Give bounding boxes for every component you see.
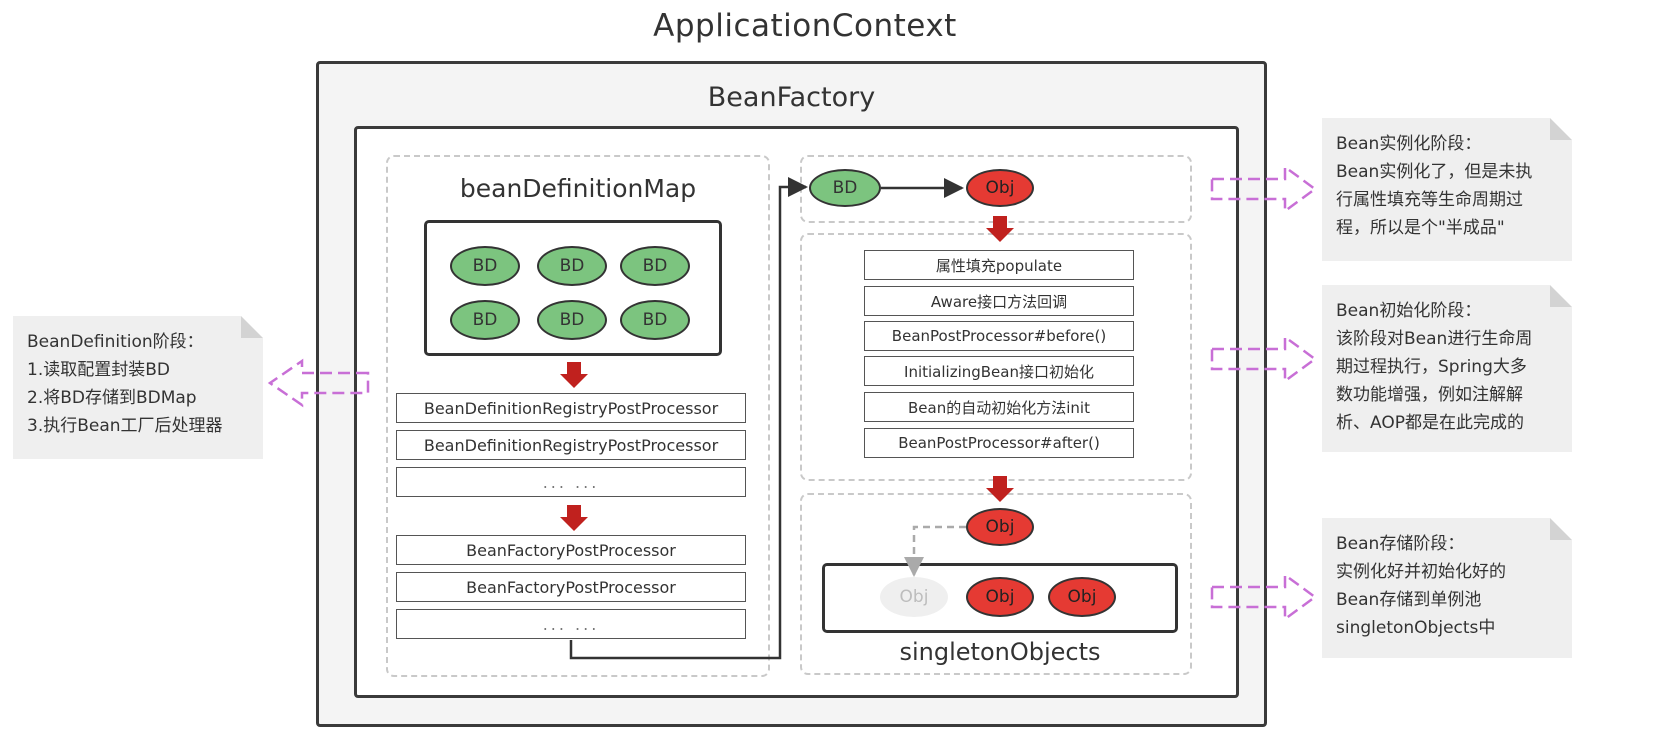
- note-initialization: Bean初始化阶段： 该阶段对Bean进行生命周 期过程执行，Spring大多 …: [1322, 285, 1572, 452]
- bd-node: BD: [450, 246, 520, 286]
- down-arrow-icon: [560, 362, 588, 388]
- application-context-title: ApplicationContext: [653, 8, 957, 44]
- factory-post-processor: BeanFactoryPostProcessor: [396, 572, 746, 602]
- factory-post-processor-ellipsis: ... ...: [396, 609, 746, 639]
- bd-node: BD: [620, 300, 690, 340]
- note-storage: Bean存储阶段： 实例化好并初始化好的 Bean存储到单例池 singleto…: [1322, 518, 1572, 658]
- init-step: 属性填充populate: [864, 250, 1134, 280]
- init-step: Bean的自动初始化方法init: [864, 392, 1134, 422]
- singleton-obj: Obj: [966, 577, 1034, 617]
- bean-factory-title: BeanFactory: [707, 82, 876, 113]
- registry-post-processor-ellipsis: ... ...: [396, 467, 746, 497]
- init-step: InitializingBean接口初始化: [864, 356, 1134, 386]
- hollow-arrow-right-icon: [1210, 334, 1318, 384]
- registry-post-processor: BeanDefinitionRegistryPostProcessor: [396, 393, 746, 423]
- hollow-arrow-left-icon: [267, 358, 370, 408]
- singleton-obj-placeholder: Obj: [880, 577, 948, 617]
- down-arrow-icon: [986, 476, 1014, 502]
- hollow-arrow-right-icon: [1210, 164, 1318, 214]
- note-instantiation: Bean实例化阶段： Bean实例化了，但是未执 行属性填充等生命周期过 程，所…: [1322, 118, 1572, 261]
- down-arrow-icon: [986, 216, 1014, 242]
- store-arrow: [904, 525, 966, 577]
- flow-line: [569, 177, 808, 660]
- init-step: BeanPostProcessor#before(): [864, 321, 1134, 351]
- instantiation-obj-node: Obj: [966, 169, 1034, 207]
- init-step: BeanPostProcessor#after(): [864, 428, 1134, 458]
- hollow-arrow-right-icon: [1210, 572, 1318, 622]
- registry-post-processor: BeanDefinitionRegistryPostProcessor: [396, 430, 746, 460]
- bd-node: BD: [537, 300, 607, 340]
- storage-incoming-obj: Obj: [966, 508, 1034, 546]
- bean-definition-region: [386, 155, 770, 677]
- singleton-obj: Obj: [1048, 577, 1116, 617]
- bd-node: BD: [620, 246, 690, 286]
- down-arrow-icon: [560, 505, 588, 531]
- bd-node: BD: [537, 246, 607, 286]
- bd-node: BD: [450, 300, 520, 340]
- factory-post-processor: BeanFactoryPostProcessor: [396, 535, 746, 565]
- bean-definition-map-title: beanDefinitionMap: [459, 174, 697, 203]
- init-step: Aware接口方法回调: [864, 286, 1134, 316]
- note-bean-definition: BeanDefinition阶段： 1.读取配置封装BD 2.将BD存储到BDM…: [13, 316, 263, 459]
- instantiation-bd-node: BD: [809, 169, 881, 207]
- singleton-objects-title: singletonObjects: [899, 638, 1101, 666]
